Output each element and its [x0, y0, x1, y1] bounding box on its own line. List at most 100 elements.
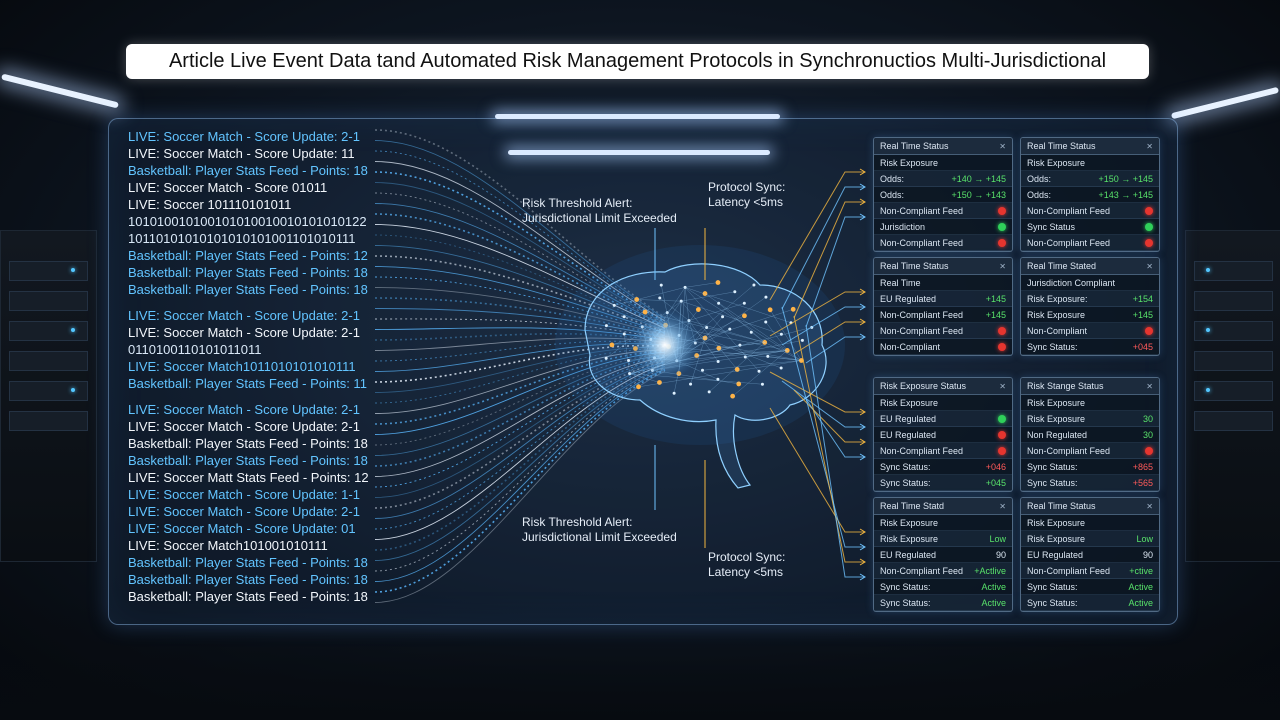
- status-label: Non-Compliant Feed: [1027, 205, 1111, 216]
- connector-line: [805, 398, 865, 458]
- status-value: Active: [1128, 597, 1153, 608]
- neural-node: [790, 306, 796, 312]
- status-row: Sync Status:+045: [874, 475, 1012, 491]
- panel-light-top: [495, 114, 780, 119]
- status-label: Non-Compliant Feed: [880, 445, 964, 456]
- status-row: Sync Status: Active: [1021, 595, 1159, 611]
- stream-line: [374, 350, 666, 425]
- status-row: Odds:+140 → +145: [874, 171, 1012, 187]
- status-row: Risk Exposure+145: [1021, 307, 1159, 323]
- close-icon[interactable]: ✕: [1146, 381, 1153, 391]
- status-label: Sync Status:: [1027, 341, 1078, 352]
- status-alert-icon: [998, 446, 1006, 455]
- close-icon[interactable]: ✕: [999, 141, 1006, 151]
- status-label: Sync Status:: [880, 581, 931, 592]
- connector-line: [769, 407, 865, 533]
- status-row: EU Regulated: [874, 427, 1012, 443]
- neural-link: [614, 287, 686, 306]
- status-value: +145: [985, 309, 1006, 320]
- close-icon[interactable]: ✕: [1146, 501, 1153, 511]
- connector-lines: [654, 168, 866, 581]
- status-label: Non-Compliant Feed: [880, 565, 964, 576]
- feed-line: Basketball: Player Stats Feed - Points: …: [128, 163, 368, 178]
- stream-line: [374, 245, 666, 332]
- arrow-head-icon: [859, 168, 866, 176]
- status-label: Risk Exposure: [880, 533, 939, 544]
- status-label: Sync Status:: [880, 477, 931, 488]
- status-label: EU Regulated: [880, 293, 937, 304]
- status-row: Risk Exposure:+154: [1021, 291, 1159, 307]
- status-row: Odds:+150 → +143: [874, 187, 1012, 203]
- feed-line: LIVE: Soccer Matt Stats Feed - Points: 1…: [128, 470, 369, 485]
- feed-line: LIVE: Soccer Match - Score Update: 2-1: [128, 308, 360, 323]
- status-ok-icon: [998, 222, 1006, 231]
- status-label: Sync Status:: [1027, 597, 1078, 608]
- status-card-title: Real Time Status: [880, 141, 949, 151]
- status-label: Risk Exposure: [880, 157, 939, 168]
- feed-line: LIVE: Soccer Match - Score Update: 11: [128, 146, 355, 161]
- stream-line: [374, 364, 666, 551]
- stream-line: [374, 224, 666, 329]
- status-row: Sync Status:+045: [1021, 339, 1159, 355]
- status-row: EU Regulated: [874, 411, 1012, 427]
- status-value: Low: [989, 533, 1006, 544]
- neural-node: [733, 290, 737, 294]
- status-label: EU Regulated: [1027, 549, 1084, 560]
- stream-line: [374, 344, 666, 383]
- panel-light-mid: [508, 150, 770, 155]
- floor: [0, 600, 1280, 720]
- neural-node: [658, 296, 662, 300]
- status-label: Non-Compliant Feed: [1027, 237, 1111, 248]
- neural-link: [681, 291, 735, 302]
- status-row: Sync Status:+046: [874, 459, 1012, 475]
- connector-line: [769, 371, 865, 413]
- status-alert-icon: [998, 206, 1006, 215]
- neural-link: [684, 287, 690, 321]
- stream-line: [374, 354, 666, 456]
- close-icon[interactable]: ✕: [1146, 141, 1153, 151]
- stream-line: [374, 340, 666, 362]
- risk-alert-top: Risk Threshold Alert: Jurisdictional Lim…: [522, 196, 677, 226]
- stream-line: [374, 361, 666, 519]
- status-label: Risk Exposure: [880, 517, 939, 528]
- neural-node: [742, 313, 747, 319]
- close-icon[interactable]: ✕: [999, 501, 1006, 511]
- neural-node: [604, 324, 608, 328]
- status-row: Non-Compliant Feed+Actlive: [874, 563, 1012, 579]
- server-rack-left: [0, 230, 97, 562]
- close-icon[interactable]: ✕: [999, 381, 1006, 391]
- neural-node: [689, 382, 693, 386]
- status-value: +154: [1132, 293, 1153, 304]
- feed-line: Basketball: Player Stats Feed - Points: …: [128, 572, 368, 587]
- neural-link: [684, 287, 760, 372]
- status-label: Non-Compliant Feed: [1027, 445, 1111, 456]
- status-card-header: Risk Stange Status✕: [1021, 378, 1159, 395]
- close-icon[interactable]: ✕: [999, 261, 1006, 271]
- status-label: Odds:: [880, 173, 905, 184]
- status-alert-icon: [1145, 238, 1153, 247]
- arrow-head-icon: [859, 543, 866, 551]
- status-row: Risk Exposure: [874, 395, 1012, 411]
- protocol-sync-top-title: Protocol Sync:: [708, 180, 786, 194]
- arrow-head-icon: [859, 528, 866, 536]
- neural-node: [760, 382, 764, 386]
- feed-line: Basketball: Player Stats Feed - Points: …: [128, 555, 368, 570]
- stream-line: [374, 358, 666, 498]
- status-label: Risk Exposure: [880, 397, 939, 408]
- status-alert-icon: [998, 342, 1006, 351]
- connector-line: [781, 380, 865, 428]
- neural-link: [704, 293, 788, 351]
- neural-node: [672, 391, 676, 395]
- protocol-sync-bottom: Protocol Sync: Latency <5ms: [708, 550, 785, 580]
- status-row: Non-Compliant Feed: [874, 323, 1012, 339]
- status-value: +046: [985, 461, 1006, 472]
- status-row: Non-Compliant Feed: [874, 443, 1012, 459]
- status-row: Odds:+150 → +145: [1021, 171, 1159, 187]
- arrow-head-icon: [859, 303, 866, 311]
- close-icon[interactable]: ✕: [1146, 261, 1153, 271]
- arrow-head-icon: [859, 288, 866, 296]
